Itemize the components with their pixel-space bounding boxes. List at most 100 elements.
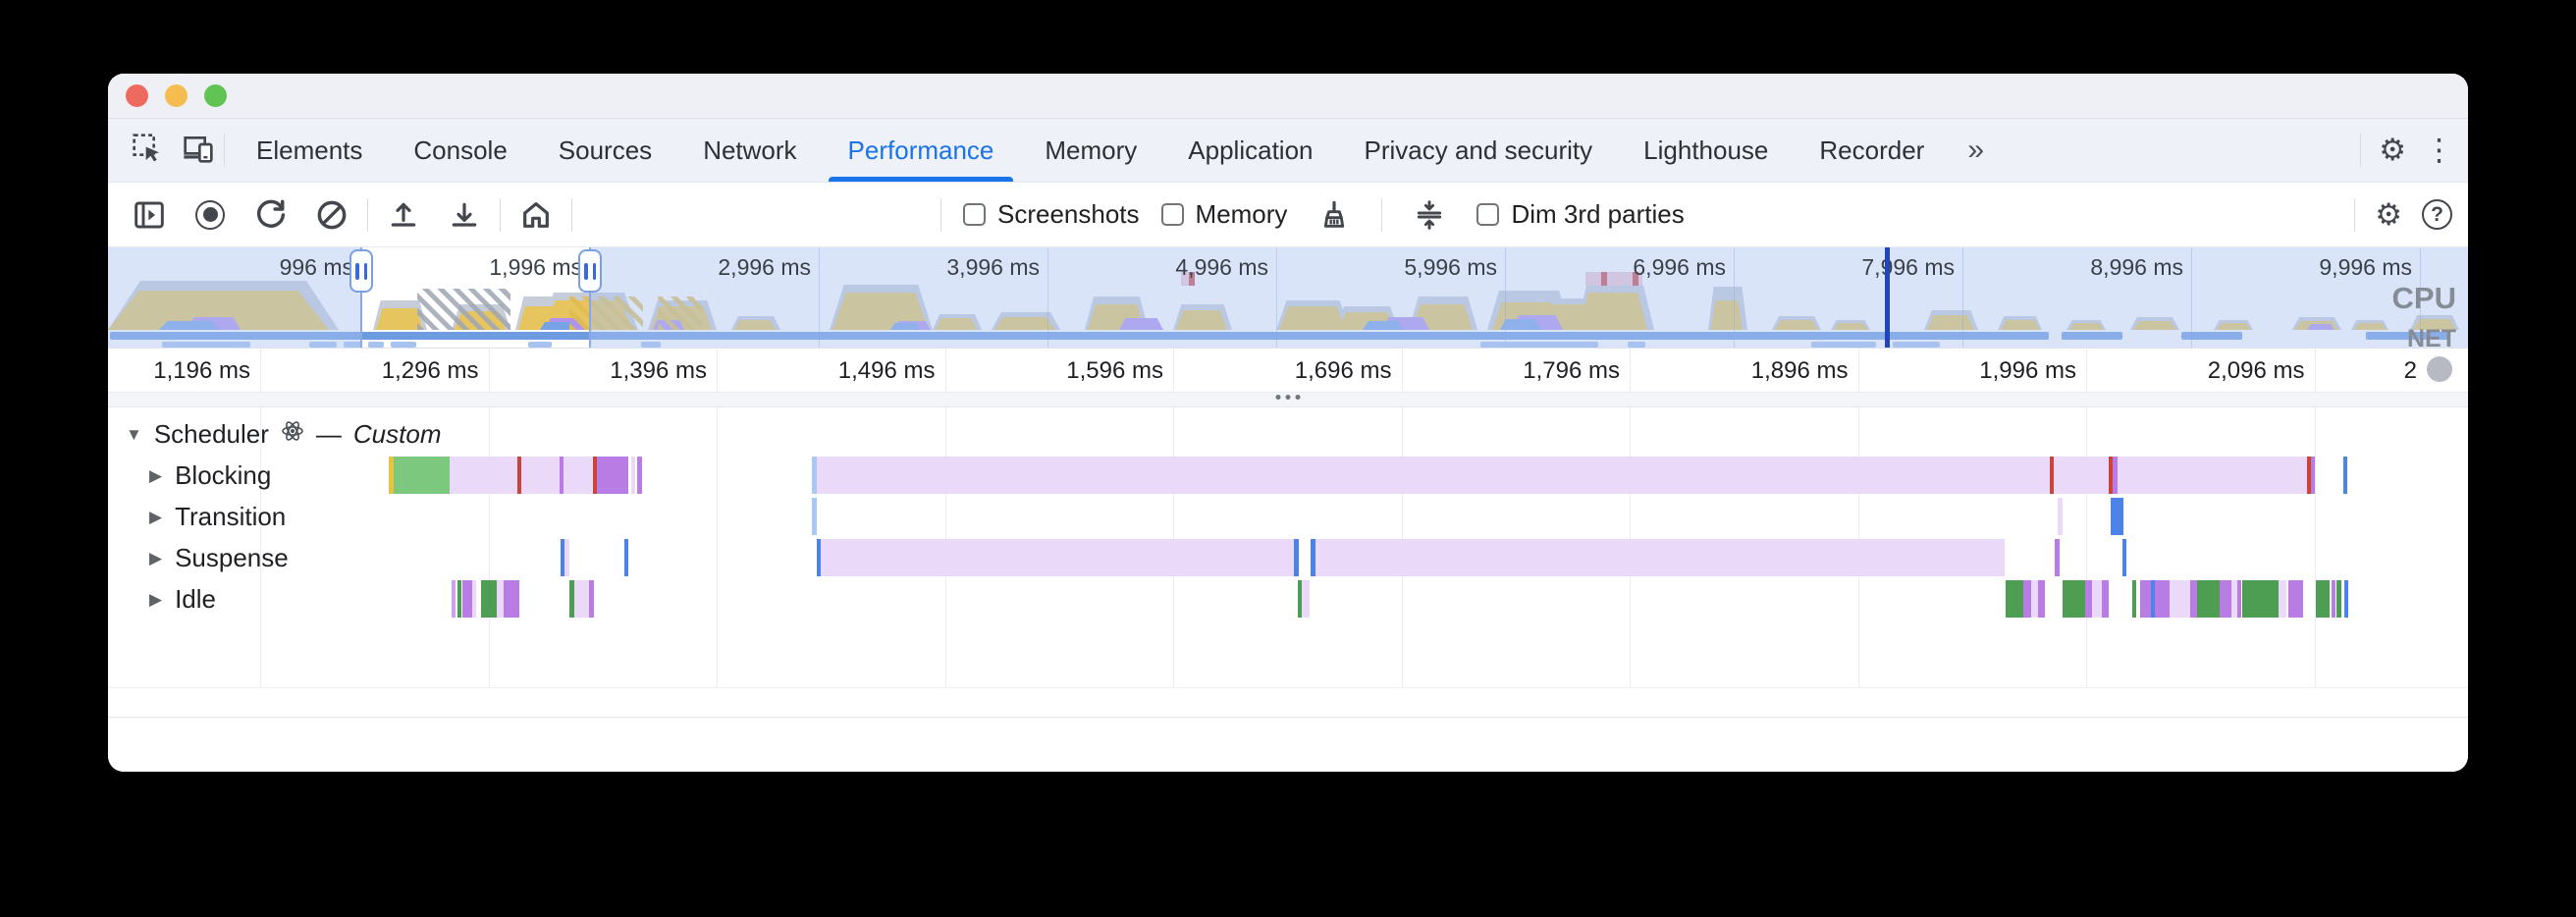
timeline-bar[interactable] [1302, 580, 1310, 618]
timeline-bar[interactable] [561, 539, 564, 576]
timeline-bar[interactable] [2231, 580, 2237, 618]
tab-performance[interactable]: Performance [823, 119, 1020, 182]
playhead-marker[interactable] [1885, 247, 1890, 348]
capture-settings-gear-icon[interactable]: ⚙ [2375, 196, 2402, 233]
timeline-bar[interactable] [389, 457, 394, 494]
timeline-bar[interactable] [2006, 580, 2023, 618]
scrollbar-thumb[interactable] [2427, 356, 2452, 382]
more-tabs-button[interactable]: » [1967, 134, 1985, 166]
collect-garbage-button[interactable] [1309, 199, 1360, 231]
tab-console[interactable]: Console [413, 135, 508, 165]
timeline-bar[interactable] [2237, 580, 2241, 618]
timeline-bar[interactable] [2132, 580, 2136, 618]
track-header-scheduler[interactable]: ▼ Scheduler — Custom [126, 419, 441, 450]
timeline-bar[interactable] [564, 539, 569, 576]
track-row-idle[interactable]: ▶Idle [149, 584, 216, 615]
timeline-bar[interactable] [2050, 457, 2054, 494]
timeline-bar[interactable] [2155, 580, 2170, 618]
timeline-bar[interactable] [631, 457, 635, 494]
track-row-transition[interactable]: ▶Transition [149, 502, 286, 532]
timeline-bar[interactable] [2336, 580, 2341, 618]
timeline-bar[interactable] [812, 457, 817, 494]
collapse-tracks-button[interactable] [1404, 199, 1455, 231]
timeline-bar[interactable] [2307, 457, 2311, 494]
expand-triangle-icon[interactable]: ▶ [149, 465, 163, 485]
tab-recorder[interactable]: Recorder [1819, 135, 1925, 165]
screenshots-checkbox[interactable]: Screenshots [963, 199, 1140, 230]
selection-handle-left[interactable] [349, 249, 373, 293]
settings-gear-icon[interactable]: ⚙ [2379, 133, 2406, 168]
save-profile-button[interactable] [439, 199, 490, 231]
dim-3rd-parties-checkbox[interactable]: Dim 3rd parties [1476, 199, 1685, 230]
timeline-bar[interactable] [2055, 539, 2060, 576]
timeline-bar[interactable] [2113, 457, 2118, 494]
pane-resize-grip[interactable] [108, 393, 2468, 407]
timeline-bar[interactable] [2242, 580, 2279, 618]
timeline-bar[interactable] [2288, 580, 2303, 618]
timeline-bar[interactable] [2122, 539, 2126, 576]
minimize-window-button[interactable] [165, 84, 188, 107]
timeline-bar[interactable] [457, 580, 461, 618]
selection-handle-right[interactable] [578, 249, 602, 293]
timeline-bar[interactable] [2054, 457, 2109, 494]
kebab-menu-icon[interactable]: ⋮ [2424, 133, 2454, 168]
timeline-bar[interactable] [2118, 457, 2307, 494]
timeline-bar[interactable] [1311, 539, 1315, 576]
timeline-bar[interactable] [2023, 580, 2031, 618]
timeline-bar[interactable] [2332, 580, 2335, 618]
timeline-bar[interactable] [2102, 580, 2109, 618]
timeline-bar[interactable] [597, 457, 628, 494]
timeline-bar[interactable] [394, 457, 450, 494]
expand-triangle-icon[interactable]: ▶ [149, 589, 163, 609]
timeline-bar[interactable] [497, 580, 504, 618]
timeline-bar[interactable] [504, 580, 519, 618]
timeline-bar[interactable] [2344, 580, 2348, 618]
track-row-blocking[interactable]: ▶Blocking [149, 460, 271, 491]
timeline-bar[interactable] [2038, 580, 2045, 618]
timeline-bar[interactable] [2343, 457, 2347, 494]
timeline-bar[interactable] [481, 580, 497, 618]
timeline-bar[interactable] [817, 457, 2050, 494]
zoom-window-button[interactable] [204, 84, 227, 107]
record-button[interactable] [185, 199, 236, 230]
timeline-bar[interactable] [2111, 498, 2123, 535]
expand-triangle-icon[interactable]: ▶ [149, 548, 163, 567]
memory-checkbox[interactable]: Memory [1160, 199, 1287, 230]
toggle-sidebar-button[interactable] [124, 199, 175, 231]
clear-button[interactable] [306, 199, 357, 231]
live-metrics-button[interactable] [510, 199, 562, 231]
tab-elements[interactable]: Elements [256, 135, 363, 165]
tab-memory[interactable]: Memory [1045, 135, 1138, 165]
tab-sources[interactable]: Sources [558, 135, 653, 165]
timeline-bar[interactable] [2109, 457, 2113, 494]
timeline-bar[interactable] [2031, 580, 2038, 618]
timeline-bar[interactable] [1315, 539, 2005, 576]
timeline-bar[interactable] [569, 580, 574, 618]
timeline-bar[interactable] [560, 457, 564, 494]
tab-application[interactable]: Application [1188, 135, 1314, 165]
record-and-reload-button[interactable] [245, 199, 296, 231]
timeline-bar[interactable] [521, 457, 560, 494]
timeline-bar[interactable] [2140, 580, 2151, 618]
timeline-bar[interactable] [821, 539, 1294, 576]
timeline-bar[interactable] [624, 539, 628, 576]
tab-privacy-and-security[interactable]: Privacy and security [1364, 135, 1593, 165]
expand-triangle-icon[interactable]: ▶ [149, 507, 163, 526]
timeline-bar[interactable] [2220, 580, 2231, 618]
timeline-bar[interactable] [1294, 539, 1299, 576]
device-toolbar-button[interactable] [173, 119, 224, 182]
timeline-bar[interactable] [2092, 580, 2102, 618]
load-profile-button[interactable] [378, 199, 429, 231]
track-row-suspense[interactable]: ▶Suspense [149, 543, 289, 573]
timeline-bar[interactable] [593, 457, 597, 494]
collapse-triangle-icon[interactable]: ▼ [126, 424, 142, 444]
flamechart-tracks[interactable]: ▼ Scheduler — Custom ▶Blocking ▶Transitio… [108, 407, 2468, 718]
close-window-button[interactable] [126, 84, 148, 107]
timeline-bar[interactable] [2151, 580, 2155, 618]
timeline-bar[interactable] [462, 580, 472, 618]
timeline-bar[interactable] [2170, 580, 2190, 618]
timeline-bar[interactable] [472, 580, 476, 618]
timeline-bar[interactable] [2063, 580, 2085, 618]
timeline-bar[interactable] [2058, 498, 2063, 535]
